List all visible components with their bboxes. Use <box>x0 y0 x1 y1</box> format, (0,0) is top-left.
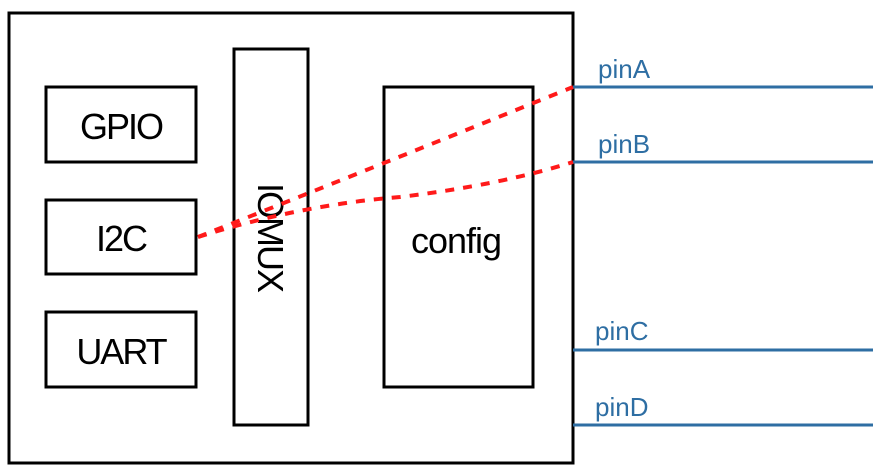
config-block <box>382 85 535 389</box>
i2c-label: I2C <box>96 218 147 259</box>
uart-block <box>44 310 198 389</box>
pin-b-label: pinB <box>598 129 650 159</box>
gpio-block <box>44 85 198 164</box>
chip-outline <box>7 11 575 465</box>
iomux-block <box>232 47 310 427</box>
pin-a-label: pinA <box>598 54 651 84</box>
i2c-to-pin-b-connection <box>197 160 574 239</box>
config-label: config <box>411 220 501 261</box>
i2c-block <box>44 198 198 276</box>
pin-lines <box>573 85 873 427</box>
i2c-to-pin-a-connection <box>197 85 574 239</box>
iomux-label: IOMUX <box>250 183 291 293</box>
pin-d-label: pinD <box>595 392 648 422</box>
pin-c-label: pinC <box>595 316 648 346</box>
gpio-label: GPIO <box>80 106 163 147</box>
uart-label: UART <box>76 331 167 372</box>
